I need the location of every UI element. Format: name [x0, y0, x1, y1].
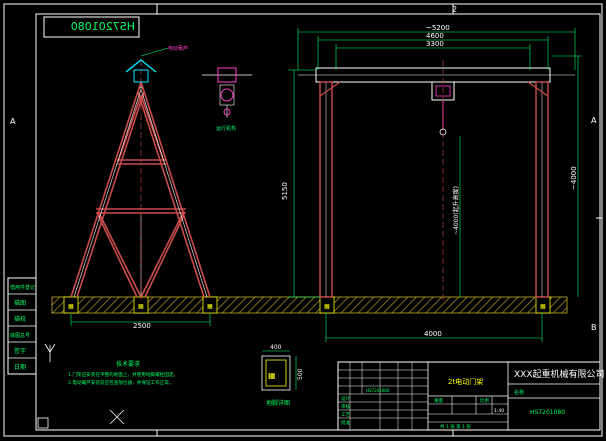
dim-top-mid: 4600	[426, 32, 444, 40]
code-box	[43, 16, 140, 38]
tb-row-label: 批准	[341, 419, 350, 426]
inner-border	[35, 13, 601, 431]
dim-4000-text: 4000	[424, 330, 442, 338]
trolley-tag: 运行机构	[216, 125, 236, 132]
dim-height-right: ~4000	[570, 166, 578, 190]
zone-label-top: 2	[452, 5, 457, 14]
dim-2500-text: 2500	[133, 322, 151, 330]
tb-drawing-no: HS7201080	[530, 409, 565, 416]
tb-sheet: 共 1 张 第 1 张	[440, 423, 471, 430]
truss-white-edges	[73, 85, 208, 298]
svg-text:▦: ▦	[324, 303, 330, 310]
outer-border	[3, 3, 603, 437]
left-strip-item: 底图总号	[10, 332, 30, 339]
svg-text:▦: ▦	[268, 371, 276, 380]
tb-scale-header: 比例	[480, 397, 489, 404]
dim-height-left: 5150	[281, 182, 289, 200]
left-strip-item: 借用件登记	[10, 284, 35, 291]
dim-height-hook: ~4000(起升高度)	[452, 186, 460, 235]
notes-line1: 1.门架应安装在平整的地面上，并使用地脚螺栓固定。	[68, 371, 178, 378]
zone-label-right-a: A	[591, 116, 597, 125]
zone-label-right-b: B	[591, 323, 597, 332]
left-strip-rows: 借用件登记 描图 描校 底图总号 签字 日期	[8, 284, 36, 371]
tb-row-label: 工艺	[341, 412, 350, 418]
tb-company: XXX起重机械有限公司	[514, 368, 605, 380]
dim-top-inner: 3300	[426, 40, 444, 48]
notes-line2: 2.电动葡芦安装前应检查限位器，并保证工作正常。	[68, 379, 173, 386]
foot-detail: ▦ 400 500 地脚详图	[261, 344, 304, 407]
left-strip-item: 描图	[14, 299, 26, 307]
dim-4000: 4000	[325, 313, 543, 342]
tb-mass-header: 重量	[434, 397, 443, 404]
tb-title: 2t电动门架	[448, 377, 483, 386]
svg-text:▦: ▦	[138, 303, 144, 310]
left-strip-item: 日期	[14, 363, 26, 371]
top-dimensions	[297, 28, 576, 70]
mirrored-code-group: HS7201080	[71, 20, 135, 33]
left-strip-item: 描校	[14, 315, 26, 323]
svg-text:▦: ▦	[207, 303, 213, 310]
title-block: HS7201080 设计 审核 工艺 批准 2t电动门架 重量 比例 1:40 …	[337, 361, 605, 431]
vertical-dimensions	[288, 55, 582, 298]
svg-text:▦: ▦	[540, 303, 546, 310]
dim-2500: 2500	[70, 314, 211, 330]
truss-cap: 电动葡芦	[125, 45, 188, 83]
tb-row-label: 设计	[341, 395, 350, 402]
tb-scale-value: 1:40	[494, 408, 504, 414]
notes-title: 技术要求	[116, 360, 140, 368]
ucs-icon	[37, 343, 125, 429]
mirrored-code: HS7201080	[71, 20, 135, 33]
tb-row-label: 审核	[341, 403, 350, 410]
a-frame-truss	[70, 81, 211, 298]
left-strip-item: 签字	[14, 347, 26, 355]
tb-code-cell: HS7201080	[366, 388, 390, 393]
foundation-blocks: ▦ ▦ ▦ ▦ ▦	[63, 296, 551, 314]
tb-name-label: 名称	[514, 389, 524, 396]
ground-hatch	[51, 296, 568, 314]
foot-tag: 地脚详图	[266, 399, 290, 407]
svg-text:▦: ▦	[68, 303, 74, 310]
hoist-tag: 电动葡芦	[168, 45, 188, 52]
technical-notes: 技术要求 1.门架应安装在平整的地面上，并使用地脚螺栓固定。 2.电动葡芦安装前…	[68, 360, 178, 386]
dim-foot-height: 500	[297, 368, 304, 380]
dim-top-outer: ~5200	[426, 24, 450, 32]
dim-foot-width: 400	[270, 344, 282, 351]
zone-label-left: A	[10, 117, 16, 126]
trolley-detail: 运行机构	[202, 67, 252, 132]
gantry-front	[298, 67, 575, 298]
